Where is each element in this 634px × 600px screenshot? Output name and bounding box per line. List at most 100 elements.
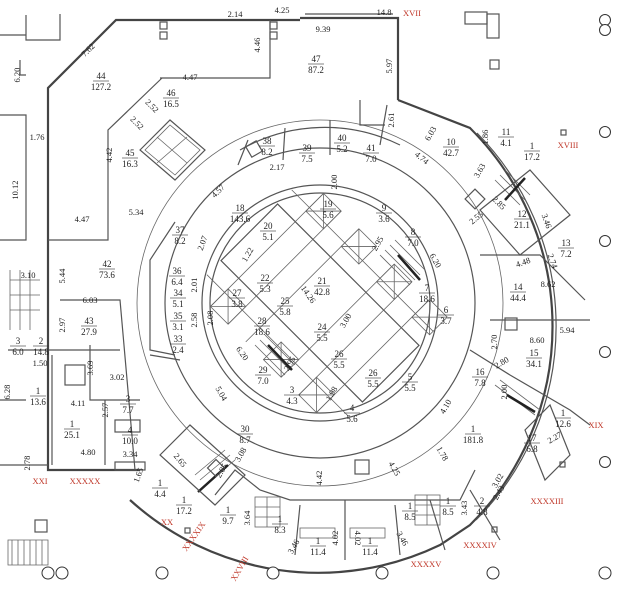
room-area: 8.3 (274, 525, 286, 535)
room-number: 44 (97, 71, 107, 81)
room-number: 11 (502, 127, 511, 137)
room-label: 176.8 (524, 433, 540, 454)
dimension-label: 6.03 (422, 125, 438, 143)
room-label: 410.0 (122, 425, 138, 446)
room-label: 24.8 (474, 496, 490, 517)
room-number: 45 (126, 148, 136, 158)
dimension-label: 4.46 (252, 38, 262, 53)
dimension-label: 2.01 (189, 278, 199, 293)
axis-mark: XVII (403, 8, 421, 18)
room-number: 1 (278, 514, 283, 524)
room-label: 718.6 (419, 283, 435, 304)
dimension-label: 14.8 (377, 7, 392, 17)
room-label: 405.2 (334, 133, 350, 154)
room-label: 137.2 (558, 238, 574, 259)
room-label: 18.5 (402, 501, 418, 522)
dimension-label: 10.12 (10, 180, 20, 199)
room-number: 9 (382, 203, 387, 213)
dimension-label: 8.62 (541, 279, 556, 289)
dimension-label: 4.25 (275, 5, 290, 15)
dimension-label: 1.50 (33, 358, 48, 368)
room-label: 34.3 (284, 385, 300, 406)
dimension-label: 2.97 (57, 318, 67, 333)
room-number: 30 (241, 424, 251, 434)
room-area: 7.8 (474, 378, 486, 388)
room-number: 12 (518, 209, 527, 219)
dimension-label: 4.47 (75, 214, 90, 224)
room-area: 44.4 (510, 293, 526, 303)
dimension-label: 2.74 (546, 252, 561, 270)
room-label: 111.4 (362, 536, 378, 557)
dimension-label: 6.03 (83, 295, 98, 305)
room-number: 19 (324, 199, 334, 209)
room-label: 87.0 (405, 227, 421, 248)
room-area: 11.4 (310, 547, 326, 557)
room-area: 5.5 (316, 333, 328, 343)
room-number: 24 (318, 322, 328, 332)
axis-mark: XIX (588, 420, 603, 430)
room-area: 16.3 (122, 159, 138, 169)
room-number: 2 (39, 336, 44, 346)
dimension-label: 2.08 (205, 311, 215, 326)
room-number: 34 (174, 288, 184, 298)
room-area: 18.6 (419, 294, 435, 304)
room-area: 34.1 (526, 359, 542, 369)
room-area: 9.7 (222, 516, 234, 526)
dimension-label: 3.34 (123, 449, 139, 459)
room-area: 5.6 (322, 210, 334, 220)
room-number: 5 (408, 372, 413, 382)
room-area: 8.2 (261, 147, 272, 157)
room-label: 195.6 (320, 199, 336, 220)
room-number: 35 (174, 311, 184, 321)
room-area: 8.5 (442, 507, 454, 517)
room-area: 143.6 (230, 214, 251, 224)
dimension-label: 4.10 (437, 398, 453, 416)
room-area: 7.0 (365, 154, 377, 164)
room-area: 181.8 (463, 435, 484, 445)
room-area: 5.3 (259, 284, 271, 294)
room-area: 87.2 (308, 65, 324, 75)
dimension-label: 4.02 (353, 531, 363, 546)
room-number: 4 (350, 403, 355, 413)
room-number: 47 (312, 54, 322, 64)
room-area: 7.7 (122, 405, 134, 415)
room-area: 8.2 (174, 236, 185, 246)
dimension-label: 3.08 (232, 446, 248, 464)
dimension-label: 2.52 (128, 114, 146, 132)
room-area: 3.8 (231, 299, 243, 309)
dimension-label: 4.02 (330, 531, 340, 546)
room-label: 265.5 (365, 368, 381, 389)
dimension-label: 4.57 (209, 182, 227, 200)
room-number: 1 (446, 496, 451, 506)
room-number: 22 (261, 273, 270, 283)
dimension-label: 4.42 (104, 148, 114, 163)
room-number: 1 (530, 141, 535, 151)
room-area: 73.6 (99, 270, 115, 280)
room-number: 1 (158, 478, 163, 488)
dimension-label: 4.74 (413, 149, 431, 167)
dimension-label: 3.10 (21, 270, 36, 280)
room-number: 43 (85, 316, 95, 326)
room-label: 37.7 (120, 394, 136, 415)
room-area: 3.7 (440, 316, 452, 326)
dimension-label: 4.11 (71, 398, 86, 408)
room-number: 37 (176, 225, 186, 235)
dimension-label: 2.14 (228, 9, 244, 19)
room-number: 1 (70, 419, 75, 429)
dimension-label: 3.46 (540, 212, 554, 229)
room-label: 167.8 (472, 367, 488, 388)
room-area: 17.2 (176, 506, 192, 516)
room-area: 18.6 (254, 327, 270, 337)
dimension-label: 3.43 (459, 501, 469, 516)
room-area: 17.2 (524, 152, 540, 162)
room-label: 397.5 (299, 143, 315, 164)
